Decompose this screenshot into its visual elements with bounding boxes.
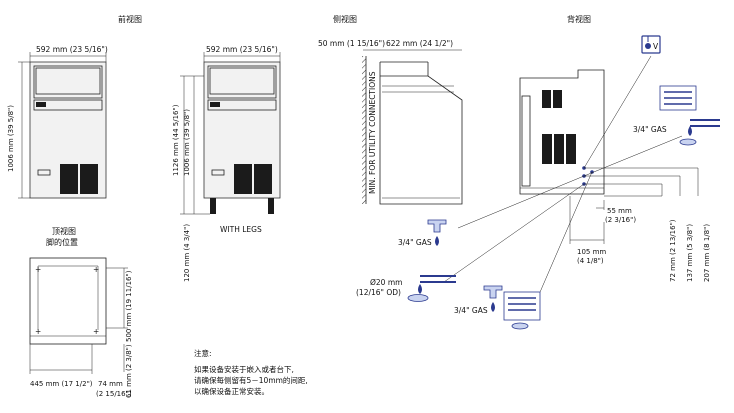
top-view-title-line1: 顶视图 xyxy=(52,226,76,236)
drain-puddle-icon xyxy=(407,294,429,302)
wall-hatch xyxy=(362,56,366,204)
back-view-title: 背视图 xyxy=(567,14,591,24)
cabinet-leg xyxy=(268,198,274,214)
front-vent xyxy=(60,164,98,194)
gas-left-label: 3/4" GAS xyxy=(398,238,432,247)
top-view-title-line2: 脚的位置 xyxy=(46,237,78,247)
cabinet-leg xyxy=(210,198,216,214)
drain-size-imperial: (12/16" OD) xyxy=(356,288,401,297)
dim-55-label: 55 mm xyxy=(607,207,632,215)
gas-top-label: 3/4" GAS xyxy=(633,125,667,134)
note-line-3: 以确保设备正常安装。 xyxy=(194,386,269,396)
foot-marker: + xyxy=(35,265,41,274)
faucet-icon xyxy=(427,219,447,233)
top-side-offset-label: 74 mm xyxy=(98,380,123,388)
leg-height-label: 120 mm (4 3/4") xyxy=(183,224,191,282)
note-line-1: 如果设备安装于嵌入或者台下, xyxy=(194,364,294,374)
note-line-2: 请确保每侧留有5－10mm的间距, xyxy=(194,375,308,385)
water-drop-icon xyxy=(491,302,495,312)
back-cabinet xyxy=(519,69,605,195)
side-cabinet xyxy=(379,62,463,205)
coil-icon xyxy=(503,291,541,321)
drain-connection: Ø20 mm (12/16" OD) xyxy=(356,275,456,302)
back-vent xyxy=(542,134,576,164)
gas-connection-left: 3/4" GAS xyxy=(398,219,447,247)
dim-137-label: 137 mm (5 3/8") xyxy=(686,224,694,282)
dim-105-imperial: (4 1/8") xyxy=(577,257,604,265)
plug-icon xyxy=(645,43,651,49)
front-width-label: 592 mm (23 5/16") xyxy=(36,45,108,54)
gas-bottom-label: 3/4" GAS xyxy=(454,306,488,315)
legs-width-label: 592 mm (23 5/16") xyxy=(206,45,278,54)
front-view-legs: 592 mm (23 5/16") WITH LEGS 1126 mm (44 … xyxy=(172,45,281,282)
top-footprint xyxy=(29,257,107,345)
dim-55-imperial: (2 3/16") xyxy=(605,216,636,224)
top-depth-label: 500 mm (19 11/16") xyxy=(125,270,133,342)
electrical-connection: V xyxy=(641,35,661,54)
installation-note: 注意: 如果设备安装于嵌入或者台下, 请确保每侧留有5－10mm的间距, 以确保… xyxy=(194,348,308,396)
front-view-title: 前视图 xyxy=(118,14,142,24)
drain-size-label: Ø20 mm xyxy=(370,278,402,287)
top-width-label: 445 mm (17 1/2") xyxy=(30,380,93,388)
voltage-label: V xyxy=(653,42,659,51)
gas-connection-bottom: 3/4" GAS xyxy=(454,285,541,330)
dim-72-label: 72 mm (2 13/16") xyxy=(669,219,677,282)
back-view: 55 mm (2 3/16") 105 mm (4 1/8") 72 mm (2… xyxy=(443,55,711,307)
side-view: 50 mm (1 15/16") 622 mm (24 1/2") MIN. F… xyxy=(318,39,463,205)
top-view: 顶视图 脚的位置 + + + + 500 mm (19 11/16") 445 … xyxy=(29,226,133,398)
top-side-offset-imperial: (2 15/16") xyxy=(96,390,132,398)
gas-connection-top: 3/4" GAS xyxy=(633,85,720,146)
dim-207-label: 207 mm (8 1/8") xyxy=(703,224,711,282)
water-drop-icon xyxy=(435,236,439,246)
side-depth-label: 622 mm (24 1/2") xyxy=(386,39,453,48)
legs-caption: WITH LEGS xyxy=(220,225,262,234)
water-drop-icon xyxy=(679,138,697,146)
dim-105-label: 105 mm xyxy=(577,248,606,256)
side-view-title: 侧视图 xyxy=(333,14,357,24)
electrical-box-icon xyxy=(641,35,661,54)
legs-total-height-label: 1126 mm (44 5/16") xyxy=(172,104,180,176)
legs-body-height-label: 1006 mm (39 5/8") xyxy=(183,109,191,176)
utility-clearance-note: MIN. FOR UTILITY CONNECTIONS xyxy=(368,71,377,194)
note-title: 注意: xyxy=(194,348,212,358)
side-clearance-label: 50 mm (1 15/16") xyxy=(318,39,385,48)
front-view: 592 mm (23 5/16") 1006 mm (39 5/8") xyxy=(7,45,108,199)
front-height-label: 1006 mm (39 5/8") xyxy=(7,105,15,172)
top-front-offset-label: 61 mm (2 3/8") xyxy=(125,344,133,398)
foot-marker: + xyxy=(93,327,99,336)
foot-marker: + xyxy=(35,327,41,336)
faucet-icon xyxy=(483,285,503,299)
foot-marker: + xyxy=(93,265,99,274)
front-logo xyxy=(36,102,46,107)
